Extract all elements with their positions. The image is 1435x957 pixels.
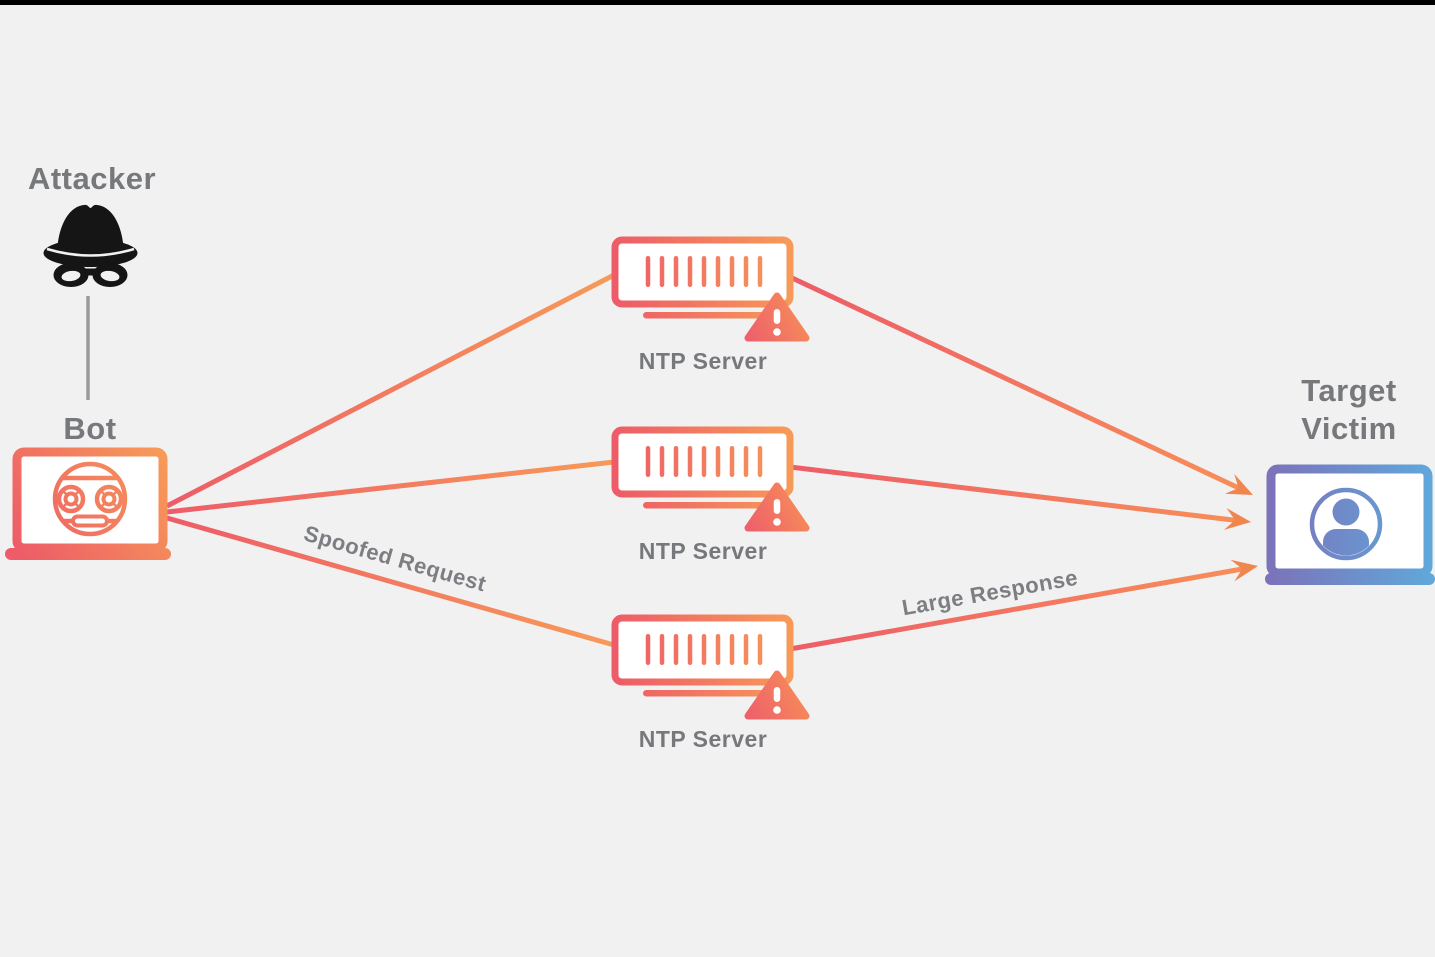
robot-face-icon: [52, 461, 128, 537]
arrowhead-icon: [1224, 473, 1253, 495]
robot-laptop-icon: [5, 447, 171, 560]
user-icon: [1309, 487, 1383, 561]
ntp-server-label: NTP Server: [638, 538, 768, 564]
arrowhead-icon: [1223, 508, 1251, 530]
ntp-server-icon: [611, 236, 810, 342]
ntp-server-icon: [611, 614, 810, 720]
bot-label: Bot: [63, 411, 117, 446]
spy-hat-mask-icon: [43, 204, 138, 287]
ntp-server-label: NTP Server: [638, 348, 768, 374]
ntp-server-icon: [611, 426, 810, 532]
warning-triangle-icon: [744, 292, 810, 342]
request-lines: [165, 272, 616, 648]
response-lines: [788, 274, 1249, 652]
arrowhead-icon: [1230, 559, 1258, 582]
target-victim-label: Target Victim: [1268, 372, 1430, 448]
arrowhead-icons: [1223, 473, 1258, 582]
attacker-label: Attacker: [27, 161, 157, 196]
user-laptop-icon: [1265, 464, 1435, 585]
warning-triangle-icon: [744, 670, 810, 720]
target-label-line1: Target: [1301, 373, 1397, 408]
top-border: [0, 0, 1435, 5]
target-label-line2: Victim: [1301, 411, 1397, 446]
ntp-server-label: NTP Server: [638, 726, 768, 752]
warning-triangle-icon: [744, 482, 810, 532]
